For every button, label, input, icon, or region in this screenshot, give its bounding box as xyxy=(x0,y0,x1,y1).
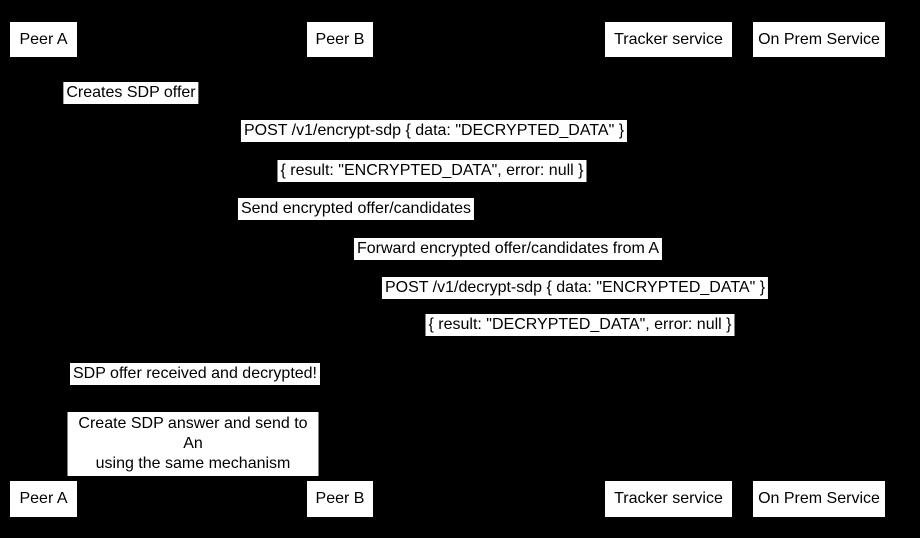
participant-peer-a-top: Peer A xyxy=(10,22,77,57)
participant-on-prem-service-top: On Prem Service xyxy=(753,22,885,57)
participant-tracker-service-top: Tracker service xyxy=(605,22,732,57)
participant-peer-b-top: Peer B xyxy=(307,22,373,57)
message-creates-sdp-offer: Creates SDP offer xyxy=(63,82,199,104)
participant-tracker-service-bottom: Tracker service xyxy=(605,481,732,517)
message-post-encrypt-sdp: POST /v1/encrypt-sdp { data: "DECRYPTED_… xyxy=(240,120,628,142)
note-line-1: Create SDP answer and send to An xyxy=(78,415,308,452)
participant-on-prem-service-bottom: On Prem Service xyxy=(753,481,885,517)
message-encrypt-sdp-result: { result: "ENCRYPTED_DATA", error: null … xyxy=(277,160,587,182)
message-forward-encrypted-offer: Forward encrypted offer/candidates from … xyxy=(353,238,663,260)
message-decrypt-sdp-result: { result: "DECRYPTED_DATA", error: null … xyxy=(425,314,735,336)
participant-peer-b-bottom: Peer B xyxy=(307,481,373,517)
note-create-sdp-answer: Create SDP answer and send to An using t… xyxy=(67,412,319,476)
message-sdp-offer-received: SDP offer received and decrypted! xyxy=(70,363,320,385)
note-line-2: using the same mechanism xyxy=(95,455,291,472)
message-post-decrypt-sdp: POST /v1/decrypt-sdp { data: "ENCRYPTED_… xyxy=(381,277,769,299)
message-send-encrypted-offer: Send encrypted offer/candidates xyxy=(237,198,475,220)
participant-peer-a-bottom: Peer A xyxy=(10,481,77,517)
